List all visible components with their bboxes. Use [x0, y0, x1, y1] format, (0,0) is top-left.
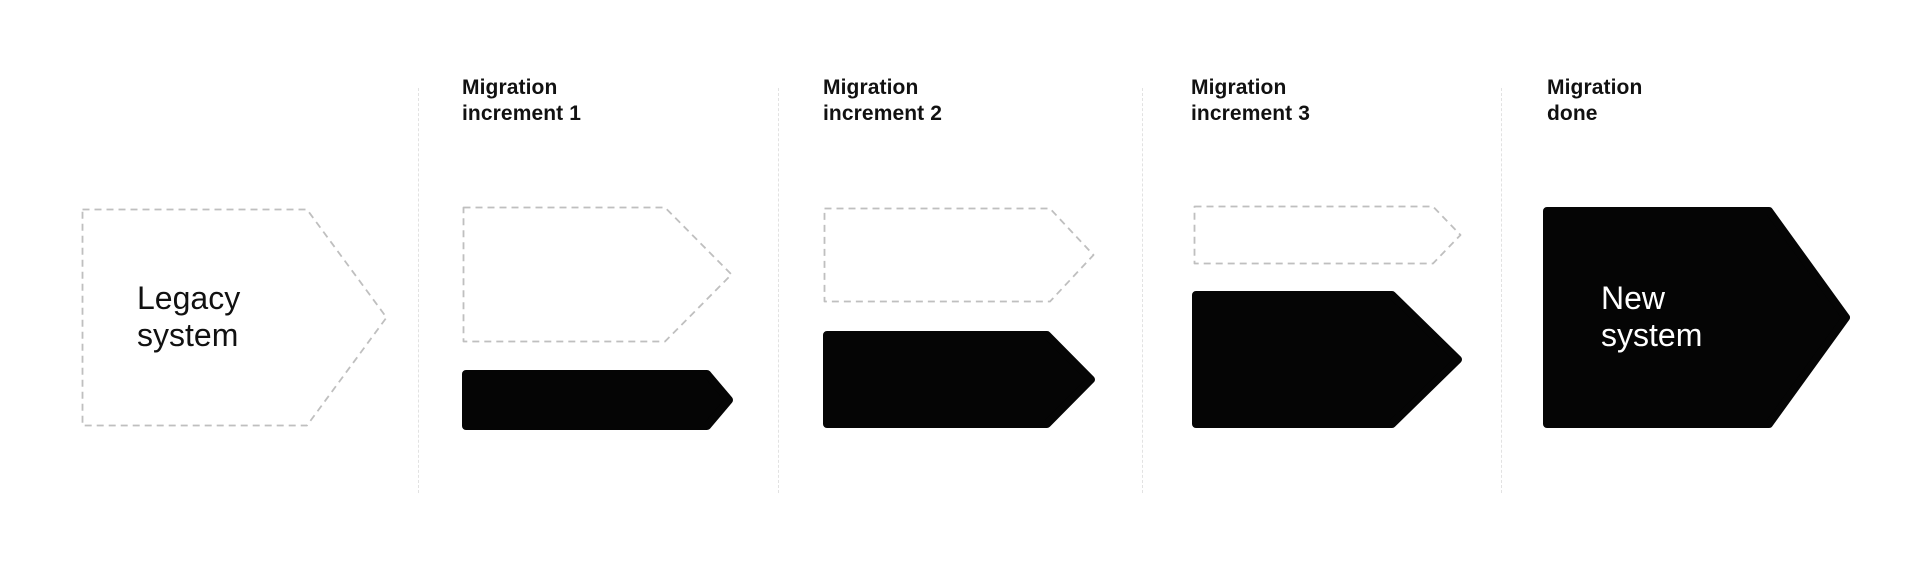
- column-divider: [778, 88, 779, 493]
- migrated-shape-1: [462, 370, 733, 430]
- stage-title: Migration increment 1: [462, 76, 581, 125]
- stage-title: Migration increment 2: [823, 76, 942, 125]
- column-divider: [418, 88, 419, 493]
- stage-title: Migration increment 3: [1191, 76, 1310, 125]
- legacy-system-label: Legacy system: [137, 280, 241, 353]
- migrated-shape-3: [1192, 291, 1462, 428]
- new-system-shape: [1543, 207, 1850, 428]
- legacy-remaining-shape-2: [823, 207, 1095, 303]
- legacy-system-shape: [81, 208, 388, 427]
- new-system-label: New system: [1601, 280, 1703, 353]
- legacy-remaining-shape-1: [462, 206, 733, 343]
- legacy-remaining-shape-3: [1193, 205, 1462, 265]
- column-divider: [1142, 88, 1143, 493]
- migrated-shape-2: [823, 331, 1095, 428]
- stage-title: Migration done: [1547, 76, 1643, 125]
- column-divider: [1501, 88, 1502, 493]
